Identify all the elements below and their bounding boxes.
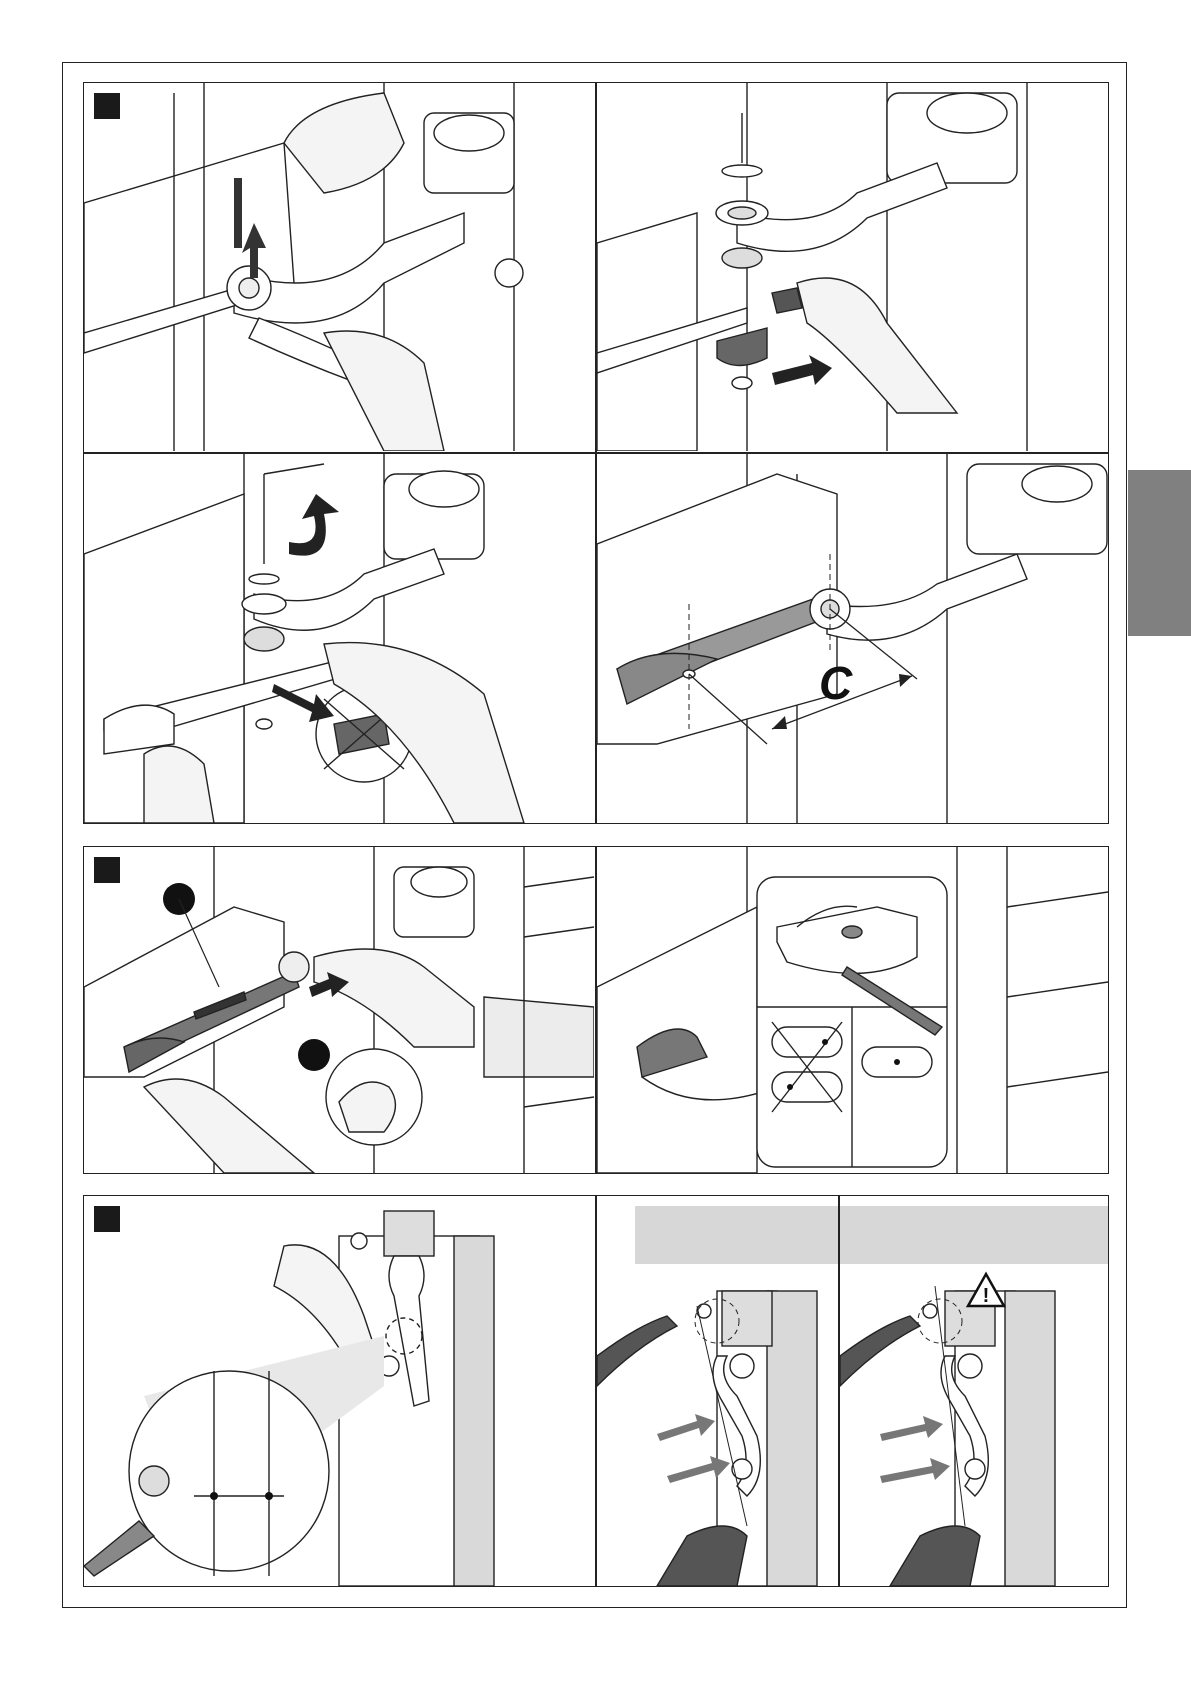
callout-marker-2 (298, 1039, 330, 1071)
dimension-c-label: C (819, 657, 853, 709)
rotate-arrow-icon (289, 494, 339, 556)
panel-measure-c: C (597, 454, 1108, 823)
align-magnifier-illustration (84, 1196, 594, 1586)
remove-cam-illustration (84, 454, 594, 823)
level-arm-illustration (84, 847, 594, 1173)
measure-c-illustration: C (597, 454, 1108, 823)
step-section-1: C (83, 82, 1109, 824)
tighten-nut-illustration (84, 83, 594, 451)
chapter-tab (1128, 470, 1191, 636)
panel-plumb-ok (597, 1196, 838, 1586)
mark-hole-illustration (597, 847, 1108, 1173)
step-section-3: ! (83, 1195, 1109, 1587)
plumb-warning-illustration: ! (840, 1196, 1108, 1586)
pointer-arrow-icon (880, 1416, 943, 1441)
panel-tighten-nut (84, 83, 594, 451)
plumb-ok-illustration (597, 1196, 838, 1586)
slide-arrow-icon (772, 355, 832, 385)
panel-remove-cam (84, 454, 594, 823)
exploded-bracket-illustration (597, 83, 1108, 451)
panel-plumb-warning: ! (840, 1196, 1108, 1586)
panel-mark-hole (597, 847, 1108, 1173)
panel-align-magnifier (84, 1196, 594, 1586)
warning-symbol: ! (983, 1285, 990, 1307)
panel-exploded-bracket (597, 83, 1108, 451)
right-wall-bricks (1007, 847, 1108, 1173)
remove-arrow-icon (272, 684, 334, 722)
pointer-arrow-icon (657, 1414, 715, 1441)
step-section-2 (83, 846, 1109, 1174)
panel-level-arm (84, 847, 594, 1173)
pointer-arrow-icon (880, 1458, 950, 1483)
